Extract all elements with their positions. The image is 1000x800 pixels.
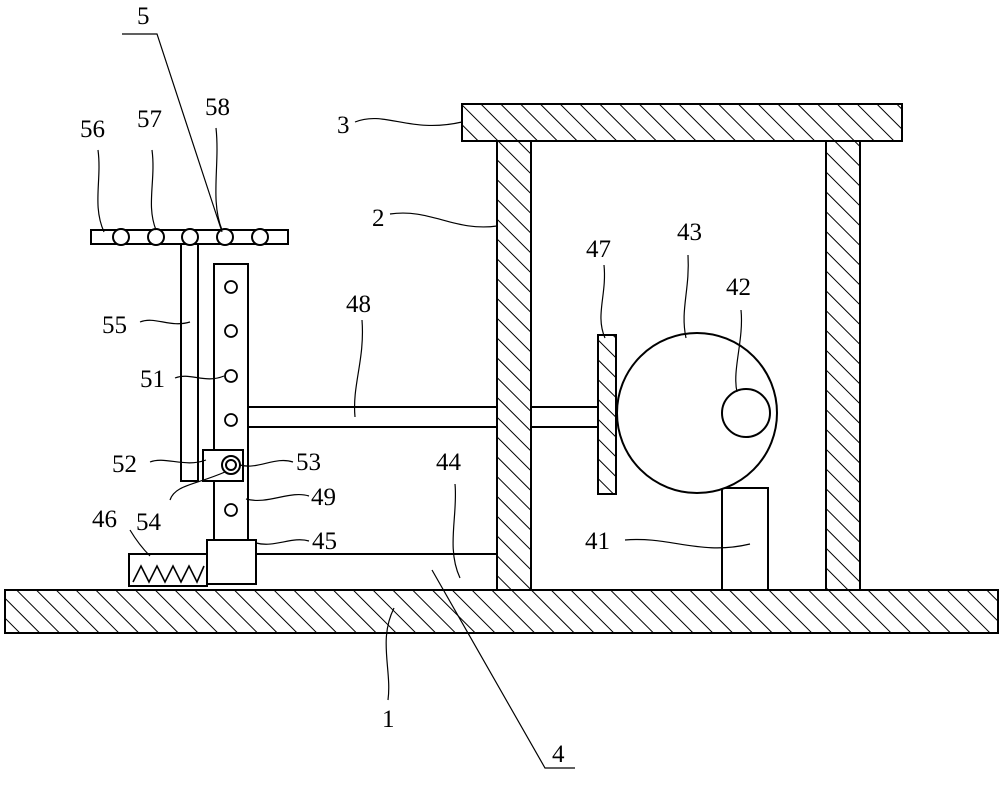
frame-post-right	[825, 140, 861, 591]
ring	[112, 228, 130, 246]
upper-rod	[247, 406, 498, 428]
leader-41	[624, 538, 751, 549]
leader-3	[354, 117, 463, 127]
label-5: 5	[137, 3, 150, 30]
spring-housing	[128, 553, 208, 587]
label-51: 51	[140, 366, 165, 393]
leader-48	[353, 319, 364, 418]
friction-plate	[597, 334, 617, 495]
shaft	[721, 388, 771, 438]
label-54: 54	[136, 509, 162, 536]
ring	[181, 228, 199, 246]
label-45: 45	[312, 528, 337, 555]
leader-51	[174, 375, 225, 380]
leader-43	[683, 254, 689, 339]
leader-44	[452, 483, 461, 579]
leader-57	[150, 149, 157, 231]
label-3: 3	[337, 112, 350, 139]
bar-hole	[224, 413, 238, 427]
leader-55	[139, 319, 191, 325]
label-53: 53	[296, 449, 321, 476]
label-1: 1	[382, 706, 395, 733]
pin-head	[225, 459, 237, 471]
leader-53	[239, 460, 294, 467]
label-41: 41	[585, 528, 610, 555]
label-58: 58	[205, 94, 230, 121]
leader-54	[169, 471, 226, 501]
leader-56	[97, 149, 105, 233]
motor-support	[721, 487, 769, 591]
slider-block	[206, 539, 257, 585]
label-49: 49	[311, 484, 336, 511]
label-44: 44	[436, 449, 462, 476]
bar-hole	[224, 503, 238, 517]
label-48: 48	[346, 291, 371, 318]
top-plate	[461, 103, 903, 142]
leader-42	[735, 309, 743, 393]
ring	[216, 228, 234, 246]
label-57: 57	[137, 106, 162, 133]
label-4: 4	[552, 741, 565, 768]
leader-58	[215, 127, 223, 231]
spring	[132, 564, 205, 584]
bar-hole	[224, 324, 238, 338]
label-2: 2	[372, 205, 385, 232]
label-52: 52	[112, 451, 137, 478]
support-column	[180, 243, 199, 482]
vertical-bar	[213, 263, 249, 541]
ring	[251, 228, 269, 246]
label-47: 47	[586, 236, 611, 263]
label-46: 46	[92, 506, 117, 533]
leader-47	[600, 264, 606, 339]
base-plate	[4, 589, 999, 634]
leader-45	[255, 539, 310, 545]
label-43: 43	[677, 219, 702, 246]
ring	[147, 228, 165, 246]
leader-52	[149, 459, 207, 464]
bar-hole	[224, 280, 238, 294]
leader-49	[245, 494, 310, 501]
label-56: 56	[80, 116, 105, 143]
label-42: 42	[726, 274, 751, 301]
leader-4	[431, 569, 575, 769]
label-55: 55	[102, 312, 127, 339]
connecting-rod	[530, 406, 599, 428]
frame-post-left	[496, 140, 532, 591]
bar-hole	[224, 369, 238, 383]
leader-5	[122, 33, 223, 233]
leader-1	[385, 607, 395, 701]
leader-2	[389, 212, 498, 228]
leader-46	[129, 529, 151, 557]
